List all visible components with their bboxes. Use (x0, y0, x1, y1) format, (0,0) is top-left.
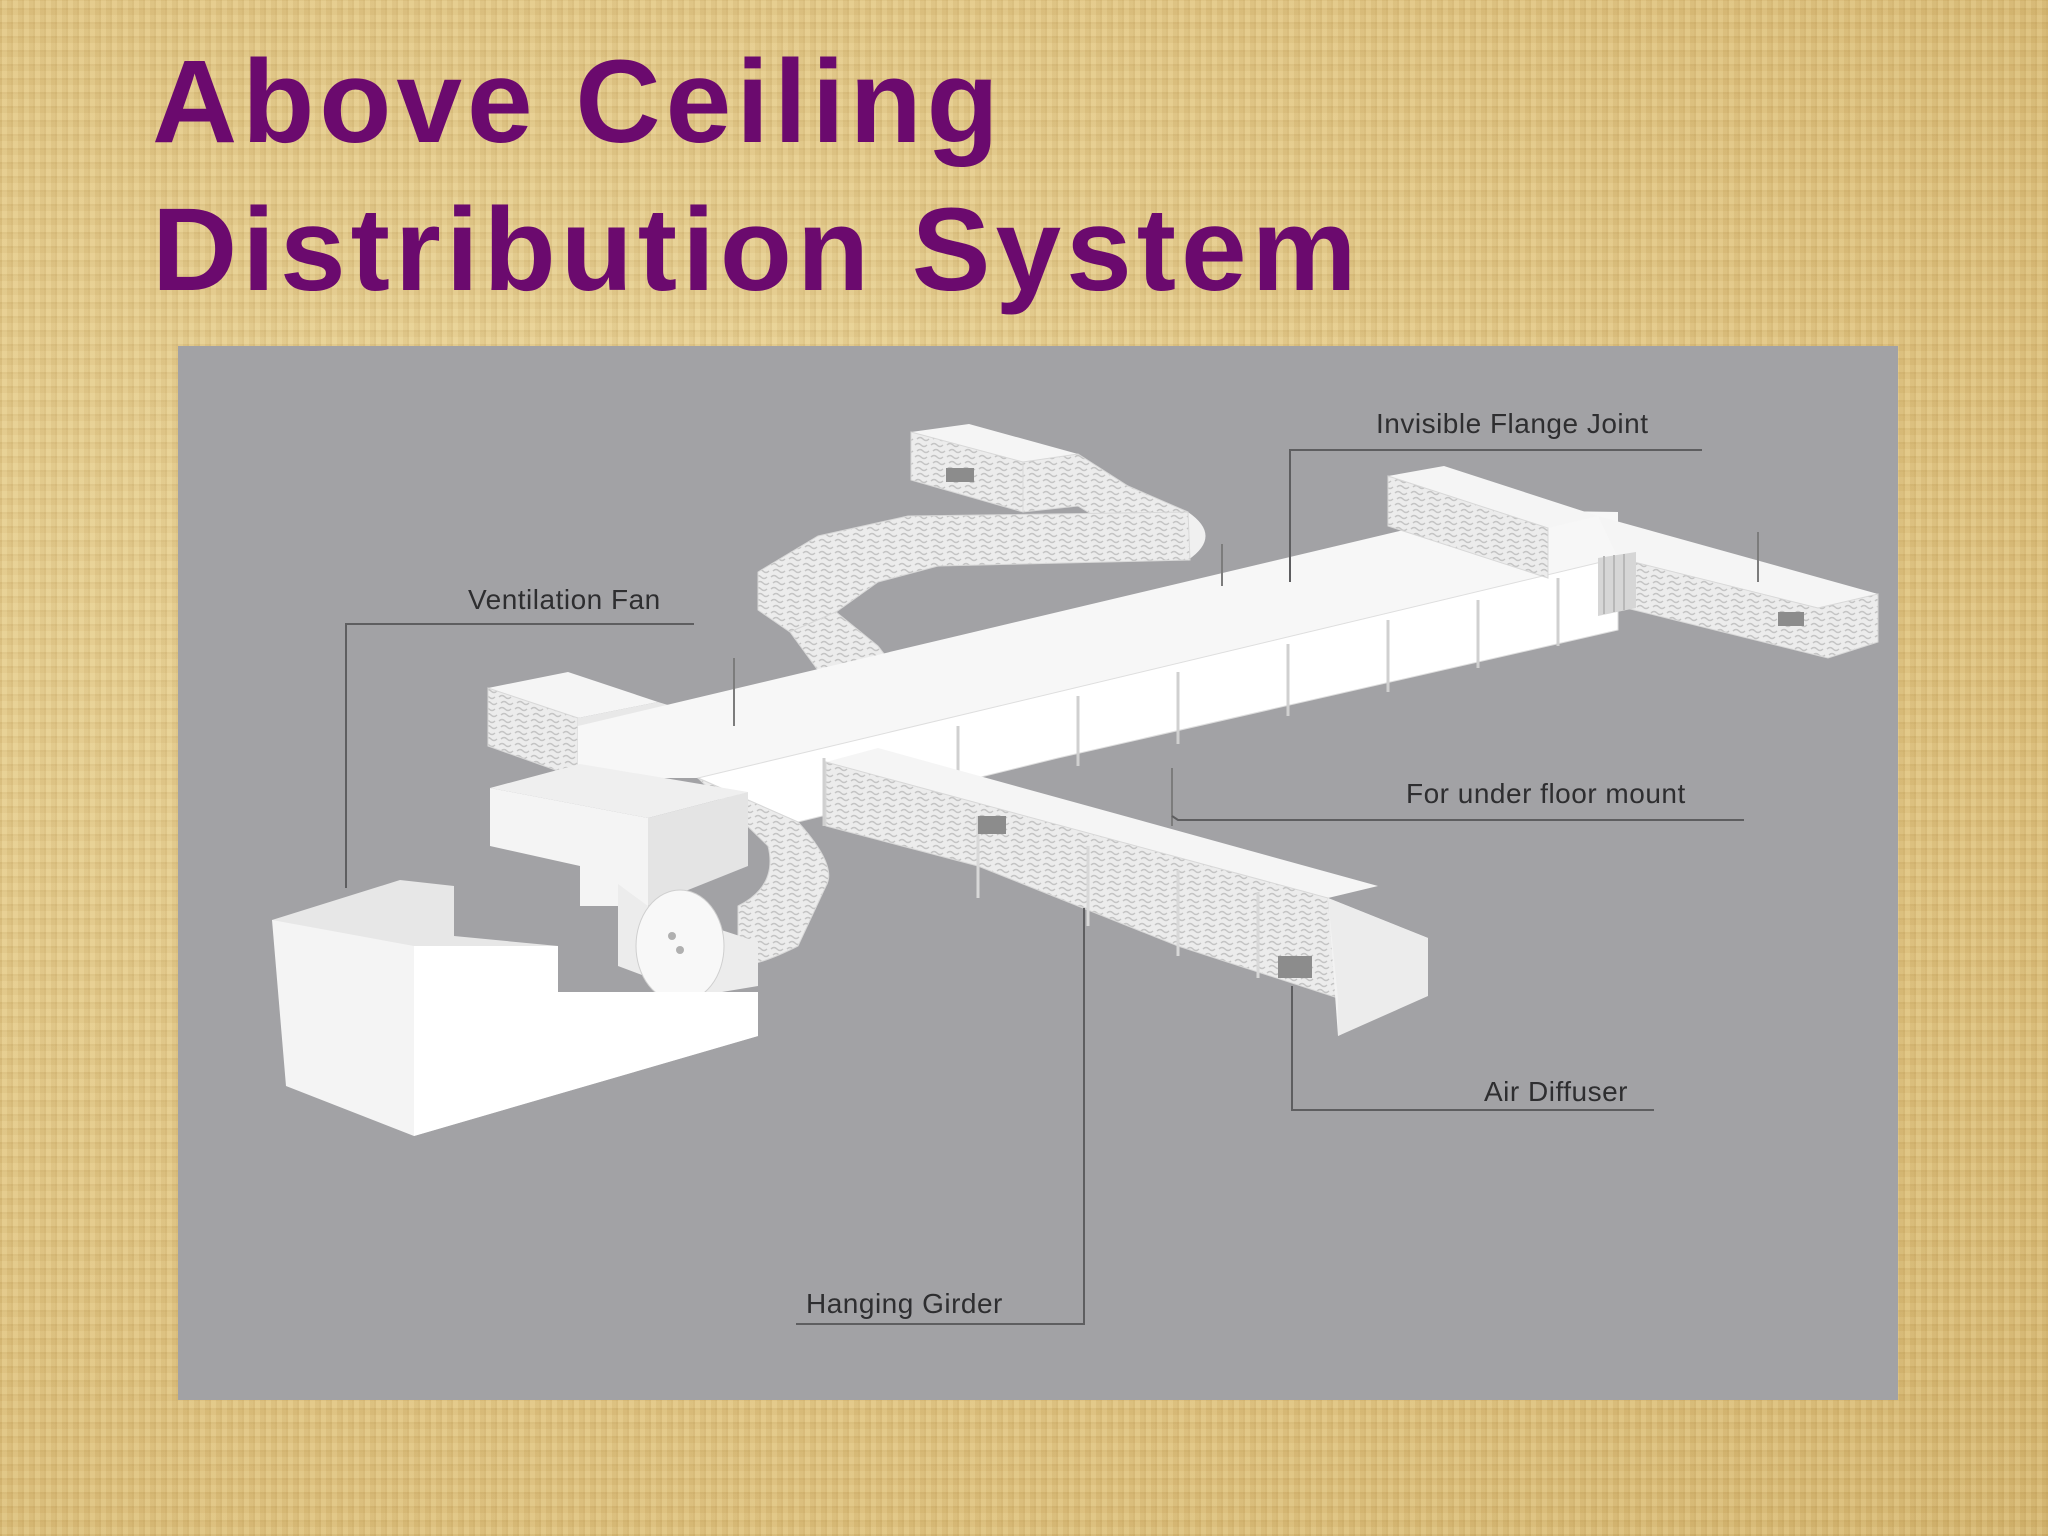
title-line-2: Distribution System (152, 184, 1362, 316)
ventilation-fan-unit (272, 764, 758, 1136)
fan-elbow-duct (697, 777, 830, 967)
label-under-floor-mount: For under floor mount (1406, 778, 1686, 809)
label-invisible-flange-joint: Invisible Flange Joint (1376, 408, 1649, 439)
label-air-diffuser: Air Diffuser (1484, 1076, 1628, 1107)
duct-system-illustration (272, 424, 1879, 1325)
right-branch-duct (1387, 466, 1879, 659)
callout-leader-lines (345, 449, 1744, 1325)
title-line-1: Above Ceiling (152, 36, 1004, 168)
upper-left-branch-duct (757, 424, 1206, 697)
label-ventilation-fan: Ventilation Fan (468, 584, 661, 615)
lower-branch-duct (825, 748, 1428, 1036)
duct-diagram: Invisible Flange Joint Ventilation Fan F… (178, 346, 1898, 1400)
slide-title: Above Ceiling Distribution System (152, 28, 1362, 324)
label-hanging-girder: Hanging Girder (806, 1288, 1003, 1319)
